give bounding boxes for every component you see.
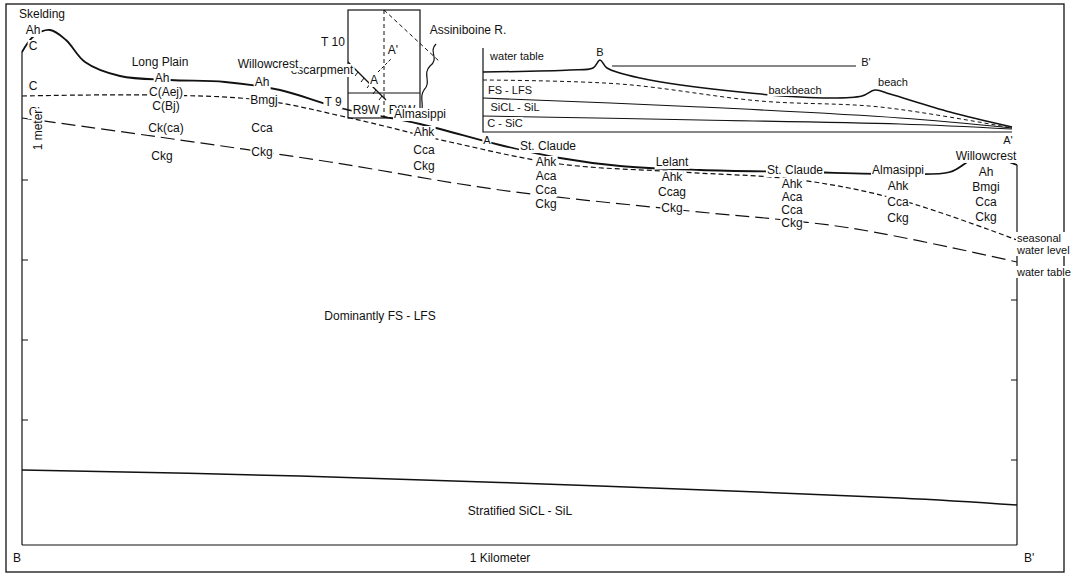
soil-label: Skelding <box>18 8 66 21</box>
soil-label: T 10 <box>320 36 346 49</box>
soil-label: Ahk <box>781 178 804 191</box>
soil-label: Lelant <box>655 156 690 169</box>
soil-label: Ckg <box>974 211 997 224</box>
inset-profile <box>483 48 1012 132</box>
soil-label: R9W <box>352 104 381 117</box>
soil-label: T 9 <box>323 96 342 109</box>
soil-label: Ah <box>978 166 995 179</box>
soil-label: 1 Kilometer <box>469 552 532 565</box>
soil-label: A' <box>387 44 399 57</box>
profile-line <box>483 116 1012 129</box>
soil-label: St. Claude <box>766 164 824 177</box>
soil-label: FS - LFS <box>487 84 533 96</box>
soil-label: Bmgj <box>249 94 278 107</box>
soil-label: C - SiC <box>486 117 523 129</box>
profile-line <box>483 80 1012 128</box>
soil-label: Cca <box>886 196 909 209</box>
soil-label: Aca <box>781 191 804 204</box>
soil-label: C(Bj) <box>151 100 180 113</box>
profile-line <box>22 118 1017 262</box>
soil-label: Ckg <box>780 217 803 230</box>
soil-label: C <box>28 80 39 93</box>
soil-label: Assiniboine R. <box>429 24 508 37</box>
soil-label: A <box>482 134 491 146</box>
soil-label: Ckg <box>250 146 273 159</box>
soil-label: Dominantly FS - LFS <box>323 310 436 323</box>
soil-label: Cca <box>534 184 557 197</box>
soil-label: SiCL - SiL <box>489 101 540 113</box>
soil-label: Ahk <box>887 180 910 193</box>
profile-line <box>22 470 1017 505</box>
soil-label: Ah <box>254 76 271 89</box>
soil-label: Ah <box>25 24 42 37</box>
soil-label: A <box>369 74 379 87</box>
soil-label: Ck(ca) <box>147 122 184 135</box>
soil-label: Ckg <box>886 212 909 225</box>
soil-label: Ahk <box>413 126 436 139</box>
figure-frame <box>6 4 1064 572</box>
soil-label: Ckg <box>534 198 557 211</box>
soil-label: seasonal water level <box>1016 232 1072 256</box>
soil-label: Aca <box>535 170 558 183</box>
soil-label: Cca <box>250 122 273 135</box>
soil-label: Ckg <box>660 202 683 215</box>
soil-label: Cca <box>974 196 997 209</box>
soil-label: B' <box>1023 552 1035 565</box>
soil-label: Ckg <box>150 150 173 163</box>
soil-label: Willowcrest <box>237 58 300 71</box>
soil-label: Ahk <box>661 171 684 184</box>
soil-label: St. Claude <box>519 140 577 153</box>
profile-line <box>483 98 1012 128</box>
soil-label: 1 meter <box>32 109 45 152</box>
soil-label: C <box>28 40 39 53</box>
soil-label: Cca <box>412 144 435 157</box>
soil-label: B' <box>860 56 871 68</box>
soil-label: Long Plain <box>131 56 190 69</box>
soil-label: Almasippi <box>871 164 925 177</box>
soil-label: Bmgi <box>971 181 1000 194</box>
location-map <box>342 10 440 118</box>
soil-label: Ckg <box>412 160 435 173</box>
soil-label: A' <box>1002 134 1013 146</box>
soil-label: C(Aej) <box>148 86 184 99</box>
soil-label: Stratified SiCL - SiL <box>467 505 573 518</box>
soil-label: Willowcrest <box>955 150 1018 163</box>
profile-line <box>22 30 1017 174</box>
soil-label: Ccag <box>657 186 687 199</box>
soil-label: Cca <box>780 204 803 217</box>
soil-label: Ahk <box>535 156 558 169</box>
soil-label: escarpment <box>290 64 355 77</box>
soil-label: B <box>595 46 604 58</box>
soil-label: B <box>12 552 22 565</box>
soil-label: Ah <box>154 72 171 85</box>
profile-line <box>22 95 1017 240</box>
soil-label: beach <box>877 76 909 88</box>
soil-label: Almasippi <box>393 108 447 121</box>
soil-label: water table <box>489 50 545 62</box>
profile-axes <box>22 52 1017 545</box>
soil-label: backbeach <box>767 84 822 96</box>
soil-label: water table <box>1016 266 1072 278</box>
